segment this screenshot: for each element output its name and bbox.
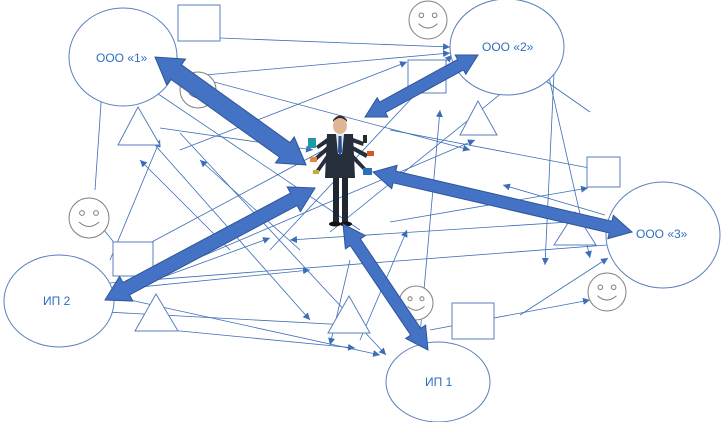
entity-label-ooo3: ООО «3» xyxy=(636,227,688,241)
triangle-shape xyxy=(117,105,161,146)
connection-line xyxy=(289,219,601,244)
double-arrow xyxy=(154,56,307,166)
entity-ooo3-ellipse xyxy=(605,181,721,289)
businessman-multitasking-icon xyxy=(308,115,374,227)
square-shape xyxy=(177,4,221,42)
main-relation-arrows xyxy=(104,54,634,351)
entity-label-ip1: ИП 1 xyxy=(425,375,453,389)
connection-line xyxy=(109,139,161,261)
smiley-face-icon xyxy=(68,197,110,239)
double-arrow xyxy=(364,54,479,118)
decorative-triangles xyxy=(117,99,597,334)
connection-line xyxy=(147,134,353,245)
entity-ooo2-ellipse xyxy=(449,0,565,96)
connection-line xyxy=(179,61,408,151)
connection-line xyxy=(169,329,356,351)
connection-line xyxy=(169,139,476,271)
connection-line xyxy=(129,299,381,357)
connection-line xyxy=(502,183,606,216)
triangle-shape xyxy=(134,293,179,332)
entity-label-ip2: ИП 2 xyxy=(43,294,71,308)
triangle-shape xyxy=(459,99,498,136)
smiley-face-icon xyxy=(408,0,448,40)
entity-ip2-ellipse xyxy=(3,254,115,348)
square-shape xyxy=(586,156,621,188)
entity-ooo1-ellipse xyxy=(68,7,178,107)
double-arrow xyxy=(342,223,429,351)
square-shape xyxy=(451,302,495,340)
smiley-face-icon xyxy=(587,272,627,312)
connection-line xyxy=(541,51,556,266)
double-arrow xyxy=(371,164,634,240)
connection-line xyxy=(389,129,601,173)
connection-line xyxy=(129,74,361,231)
entity-ip1-ellipse xyxy=(385,341,491,422)
connection-line xyxy=(219,37,451,51)
entity-label-ooo1: ООО «1» xyxy=(96,51,148,65)
entity-shapes xyxy=(3,0,721,422)
connection-line xyxy=(204,50,451,76)
entity-label-ooo2: ООО «2» xyxy=(482,40,534,54)
connection-line xyxy=(519,257,609,316)
triangle-shape xyxy=(553,211,597,246)
connection-line xyxy=(199,159,301,251)
triangle-shape xyxy=(327,294,371,334)
double-arrow xyxy=(104,186,316,302)
